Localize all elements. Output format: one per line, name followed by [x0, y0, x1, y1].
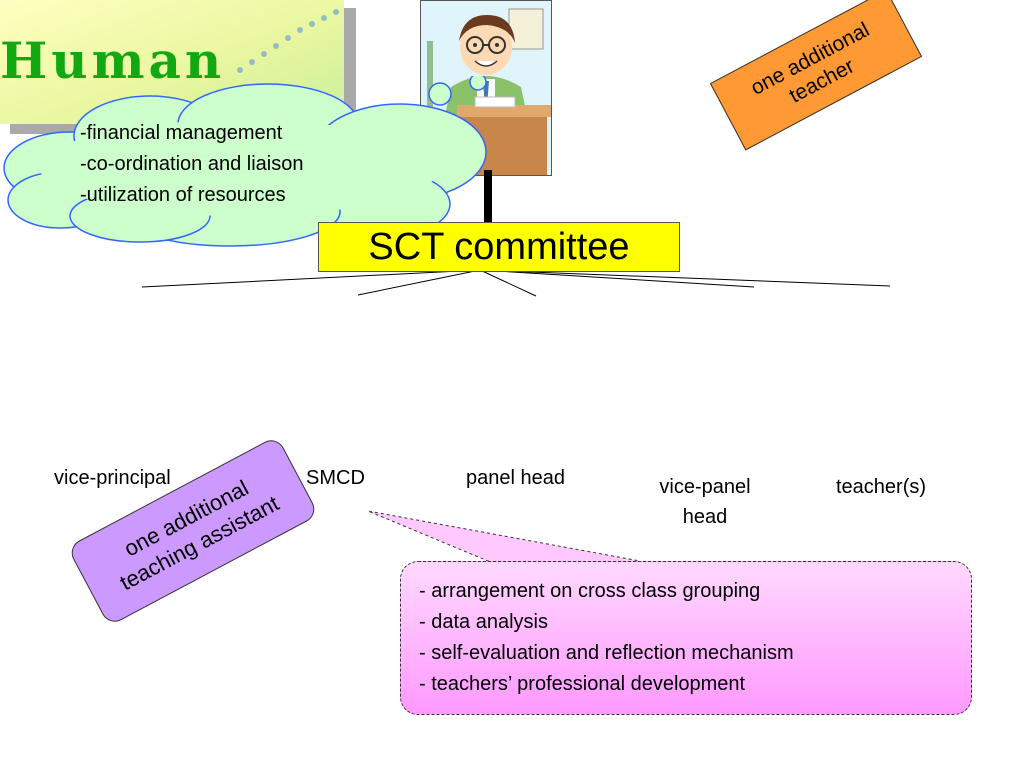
role-vice-principal: vice-principal — [54, 467, 171, 489]
role-smcd: SMCD — [306, 467, 365, 489]
thought-cloud — [3, 76, 487, 247]
role-vice-panel-head: vice-panel head — [640, 472, 770, 532]
cloud-item: -co-ordination and liaison — [80, 153, 304, 175]
branch-line-vice-principal — [141, 269, 481, 288]
stairs-decoration-icon — [237, 9, 339, 73]
branch-line-vice-panel-head — [479, 269, 755, 288]
cloud-item: -utilization of resources — [80, 184, 286, 206]
callout-item: - arrangement on cross class grouping — [419, 580, 761, 602]
callout-item: - teachers’ professional development — [419, 673, 746, 695]
branch-line-smcd — [357, 269, 481, 296]
cloud-item: -financial management — [80, 122, 283, 144]
committee-box: SCT committee — [318, 222, 680, 272]
role-vice-panel-head-line2: head — [682, 506, 728, 528]
smcd-duties-callout: - arrangement on cross class grouping - … — [400, 561, 972, 715]
callout-item: - data analysis — [419, 611, 548, 633]
role-teachers: teacher(s) — [836, 476, 927, 498]
title-banner: Human — [0, 0, 344, 124]
committee-label: SCT committee — [368, 226, 630, 268]
callout-item: - self-evaluation and reflection mechani… — [419, 642, 794, 664]
callout-pointer-fill — [368, 511, 640, 566]
cloud-text: -financial management -co-ordination and… — [80, 118, 410, 211]
role-panel-head: panel head — [466, 467, 565, 489]
branch-line-panel-head — [479, 269, 537, 297]
page-title: Human — [0, 31, 226, 90]
branch-line-teachers — [479, 269, 891, 287]
role-vice-panel-head-line1: vice-panel — [659, 476, 751, 498]
